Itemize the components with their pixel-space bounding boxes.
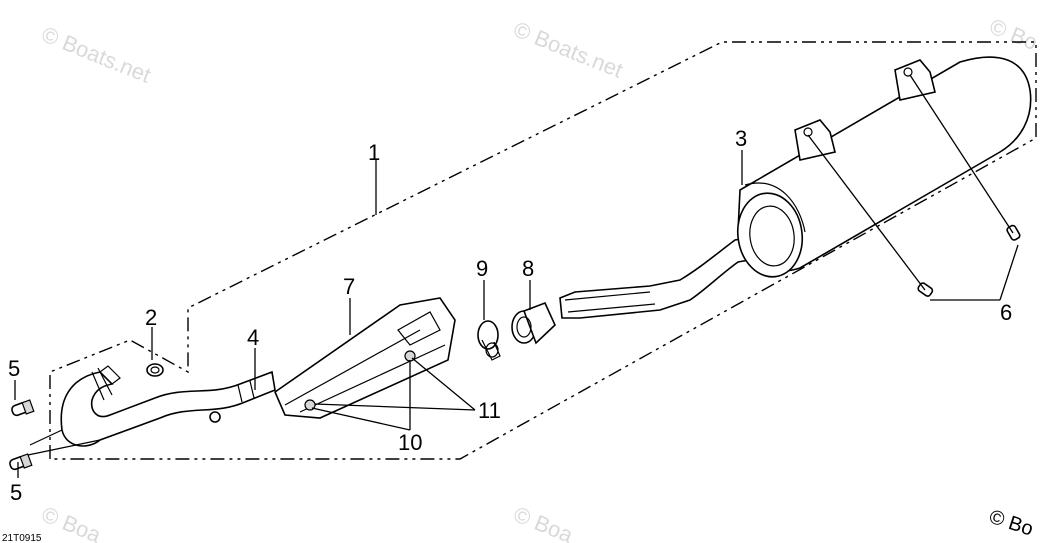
watermark: © Boa: [510, 501, 577, 543]
callout-8: 8: [522, 256, 534, 281]
watermarks: © Boats.net © Boats.net © Bo © Boa © Boa: [38, 13, 1041, 543]
leader-lines: [14, 150, 1019, 478]
heat-protector: [274, 297, 456, 419]
muffler-bolt-right: [1006, 224, 1021, 241]
callouts: 1 2 3 4 5 5 6 7 8 9 10 11: [8, 126, 1012, 505]
assembly-outline: [49, 41, 1037, 460]
muffler-joint-gasket: [511, 301, 556, 345]
exhaust-band: [477, 320, 501, 361]
diagram-code: 21T0915: [2, 533, 42, 543]
callout-3: 3: [735, 126, 747, 151]
callout-4: 4: [247, 325, 259, 350]
callout-5-top: 5: [8, 356, 20, 381]
header-pipe: [27, 365, 276, 456]
watermark-corner: © Bo: [986, 506, 1035, 541]
callout-9: 9: [476, 256, 488, 281]
flange-bolt-top: [11, 399, 35, 417]
callout-7: 7: [343, 274, 355, 299]
callout-6: 6: [1000, 300, 1012, 325]
watermark: © Bo: [986, 13, 1041, 55]
callout-11: 11: [478, 398, 501, 423]
muffler: [559, 56, 1032, 319]
callout-10: 10: [398, 430, 422, 455]
callout-5-bottom: 5: [10, 480, 22, 505]
bolt-path-lines: [807, 74, 1014, 291]
callout-1: 1: [368, 140, 380, 165]
watermark: © Boats.net: [38, 21, 154, 87]
watermark: © Boa: [38, 501, 105, 543]
callout-2: 2: [145, 305, 157, 330]
exhaust-gasket: [146, 363, 164, 377]
watermark: © Boats.net: [510, 16, 626, 82]
flange-bolt-bottom: [9, 453, 33, 471]
